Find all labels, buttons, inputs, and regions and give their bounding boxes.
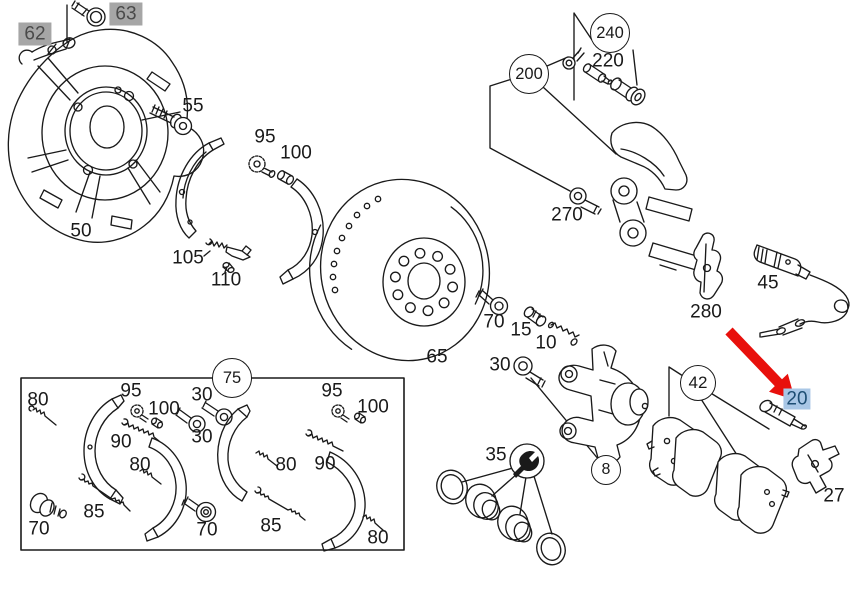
part-label-10[interactable]: 10: [535, 332, 557, 354]
adjuster-105-art: [205, 238, 252, 274]
sleeve-240-art: [610, 77, 646, 106]
part-label-27[interactable]: 27: [823, 485, 845, 507]
part-label-95[interactable]: 95: [254, 126, 276, 148]
part-label-280[interactable]: 280: [690, 301, 722, 323]
guide-pin-20-art: [759, 399, 808, 430]
part-label-62[interactable]: 62: [18, 22, 52, 46]
part-badge-240[interactable]: 240: [590, 13, 630, 53]
part-label-95-kit2[interactable]: 95: [321, 380, 343, 402]
part-label-90-kit2[interactable]: 90: [314, 453, 336, 475]
backing-plate-art: [7, 28, 205, 243]
bolt-55-art: [149, 104, 193, 136]
part-badge-200[interactable]: 200: [509, 54, 549, 94]
part-badge-8[interactable]: 8: [591, 455, 621, 485]
part-label-35[interactable]: 35: [485, 444, 507, 466]
part-label-100-kit1[interactable]: 100: [148, 398, 180, 420]
part-label-80-kit1-a[interactable]: 80: [27, 389, 49, 411]
part-label-220[interactable]: 220: [592, 50, 624, 72]
parking-shoe-set-art: [175, 137, 324, 285]
part-label-100[interactable]: 100: [280, 142, 312, 164]
shoe-kit-left-art: [28, 394, 233, 542]
caliper-body-art: [610, 121, 701, 271]
part-label-63[interactable]: 63: [109, 2, 143, 26]
part-label-30-kit-a[interactable]: 30: [191, 384, 213, 406]
highlight-arrow: [725, 327, 795, 400]
part-label-70[interactable]: 70: [483, 311, 505, 333]
caliper-bracket-art: [558, 344, 649, 464]
part-label-65[interactable]: 65: [426, 346, 448, 368]
guide-pin-220-art: [582, 63, 613, 85]
part-label-30[interactable]: 30: [489, 354, 511, 376]
bolt-63-art: [71, 0, 106, 27]
bolt-30-art: [513, 356, 546, 388]
retaining-clip-280-art: [693, 232, 724, 300]
brake-pads-art: [646, 416, 790, 534]
part-label-100-kit2[interactable]: 100: [357, 396, 389, 418]
wrench-icon: [513, 450, 540, 478]
part-label-105[interactable]: 105: [172, 247, 204, 269]
part-label-110[interactable]: 110: [210, 269, 242, 291]
part-label-55[interactable]: 55: [182, 95, 204, 117]
bolt-270-art: [569, 187, 602, 215]
part-label-85-kit1[interactable]: 85: [83, 501, 105, 523]
part-label-30-kit-b[interactable]: 30: [191, 426, 213, 448]
part-badge-75[interactable]: 75: [212, 358, 252, 398]
bolt-70-art: [475, 288, 509, 316]
screw-15-art: [523, 306, 547, 327]
spring-pin-10-art: [547, 321, 580, 346]
part-label-80-kit1-b[interactable]: 80: [129, 454, 151, 476]
part-label-15[interactable]: 15: [510, 319, 532, 341]
part-label-80-kit2-b[interactable]: 80: [367, 527, 389, 549]
part-label-45[interactable]: 45: [757, 272, 779, 294]
brake-disc-art: [308, 178, 491, 362]
wear-sensor-art: [753, 244, 850, 338]
part-label-70-kit1-a[interactable]: 70: [28, 518, 50, 540]
part-label-85-kit2[interactable]: 85: [260, 515, 282, 537]
part-label-90-kit1[interactable]: 90: [110, 431, 132, 453]
part-label-50[interactable]: 50: [70, 220, 92, 242]
part-badge-42[interactable]: 42: [680, 365, 716, 401]
leader-lines: [66, 4, 770, 535]
part-label-80-kit2-a[interactable]: 80: [275, 454, 297, 476]
spreader-spring-27-art: [791, 438, 840, 494]
part-label-270[interactable]: 270: [551, 204, 583, 226]
shoe-kit-right-art: [217, 404, 385, 552]
part-label-95-kit1[interactable]: 95: [120, 380, 142, 402]
part-label-70-kit1-b[interactable]: 70: [196, 519, 218, 541]
part-label-20-highlighted[interactable]: 20: [783, 388, 811, 410]
cap-bolt-art: [562, 47, 585, 70]
